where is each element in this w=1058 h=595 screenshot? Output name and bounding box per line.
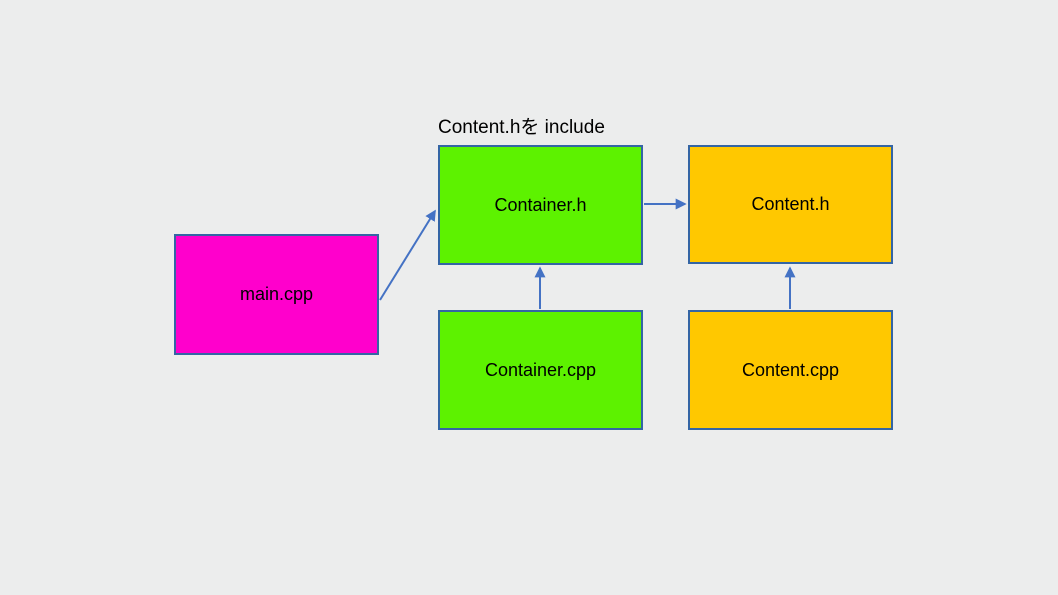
include-annotation: Content.hを include: [438, 117, 605, 138]
node-container-cpp[interactable]: Container.cpp: [438, 310, 643, 430]
node-label: Content.h: [751, 194, 830, 214]
node-main-cpp[interactable]: main.cpp: [174, 234, 379, 355]
node-container-h[interactable]: Container.h: [438, 145, 643, 265]
connector-main-to-container-h[interactable]: [379, 209, 436, 301]
node-content-h[interactable]: Content.h: [688, 145, 893, 264]
node-content-cpp[interactable]: Content.cpp: [688, 310, 893, 430]
node-label: Container.cpp: [484, 359, 597, 380]
node-label: main.cpp: [239, 284, 314, 304]
node-label: Content.cpp: [741, 359, 840, 380]
node-label: Container.h: [494, 194, 587, 215]
